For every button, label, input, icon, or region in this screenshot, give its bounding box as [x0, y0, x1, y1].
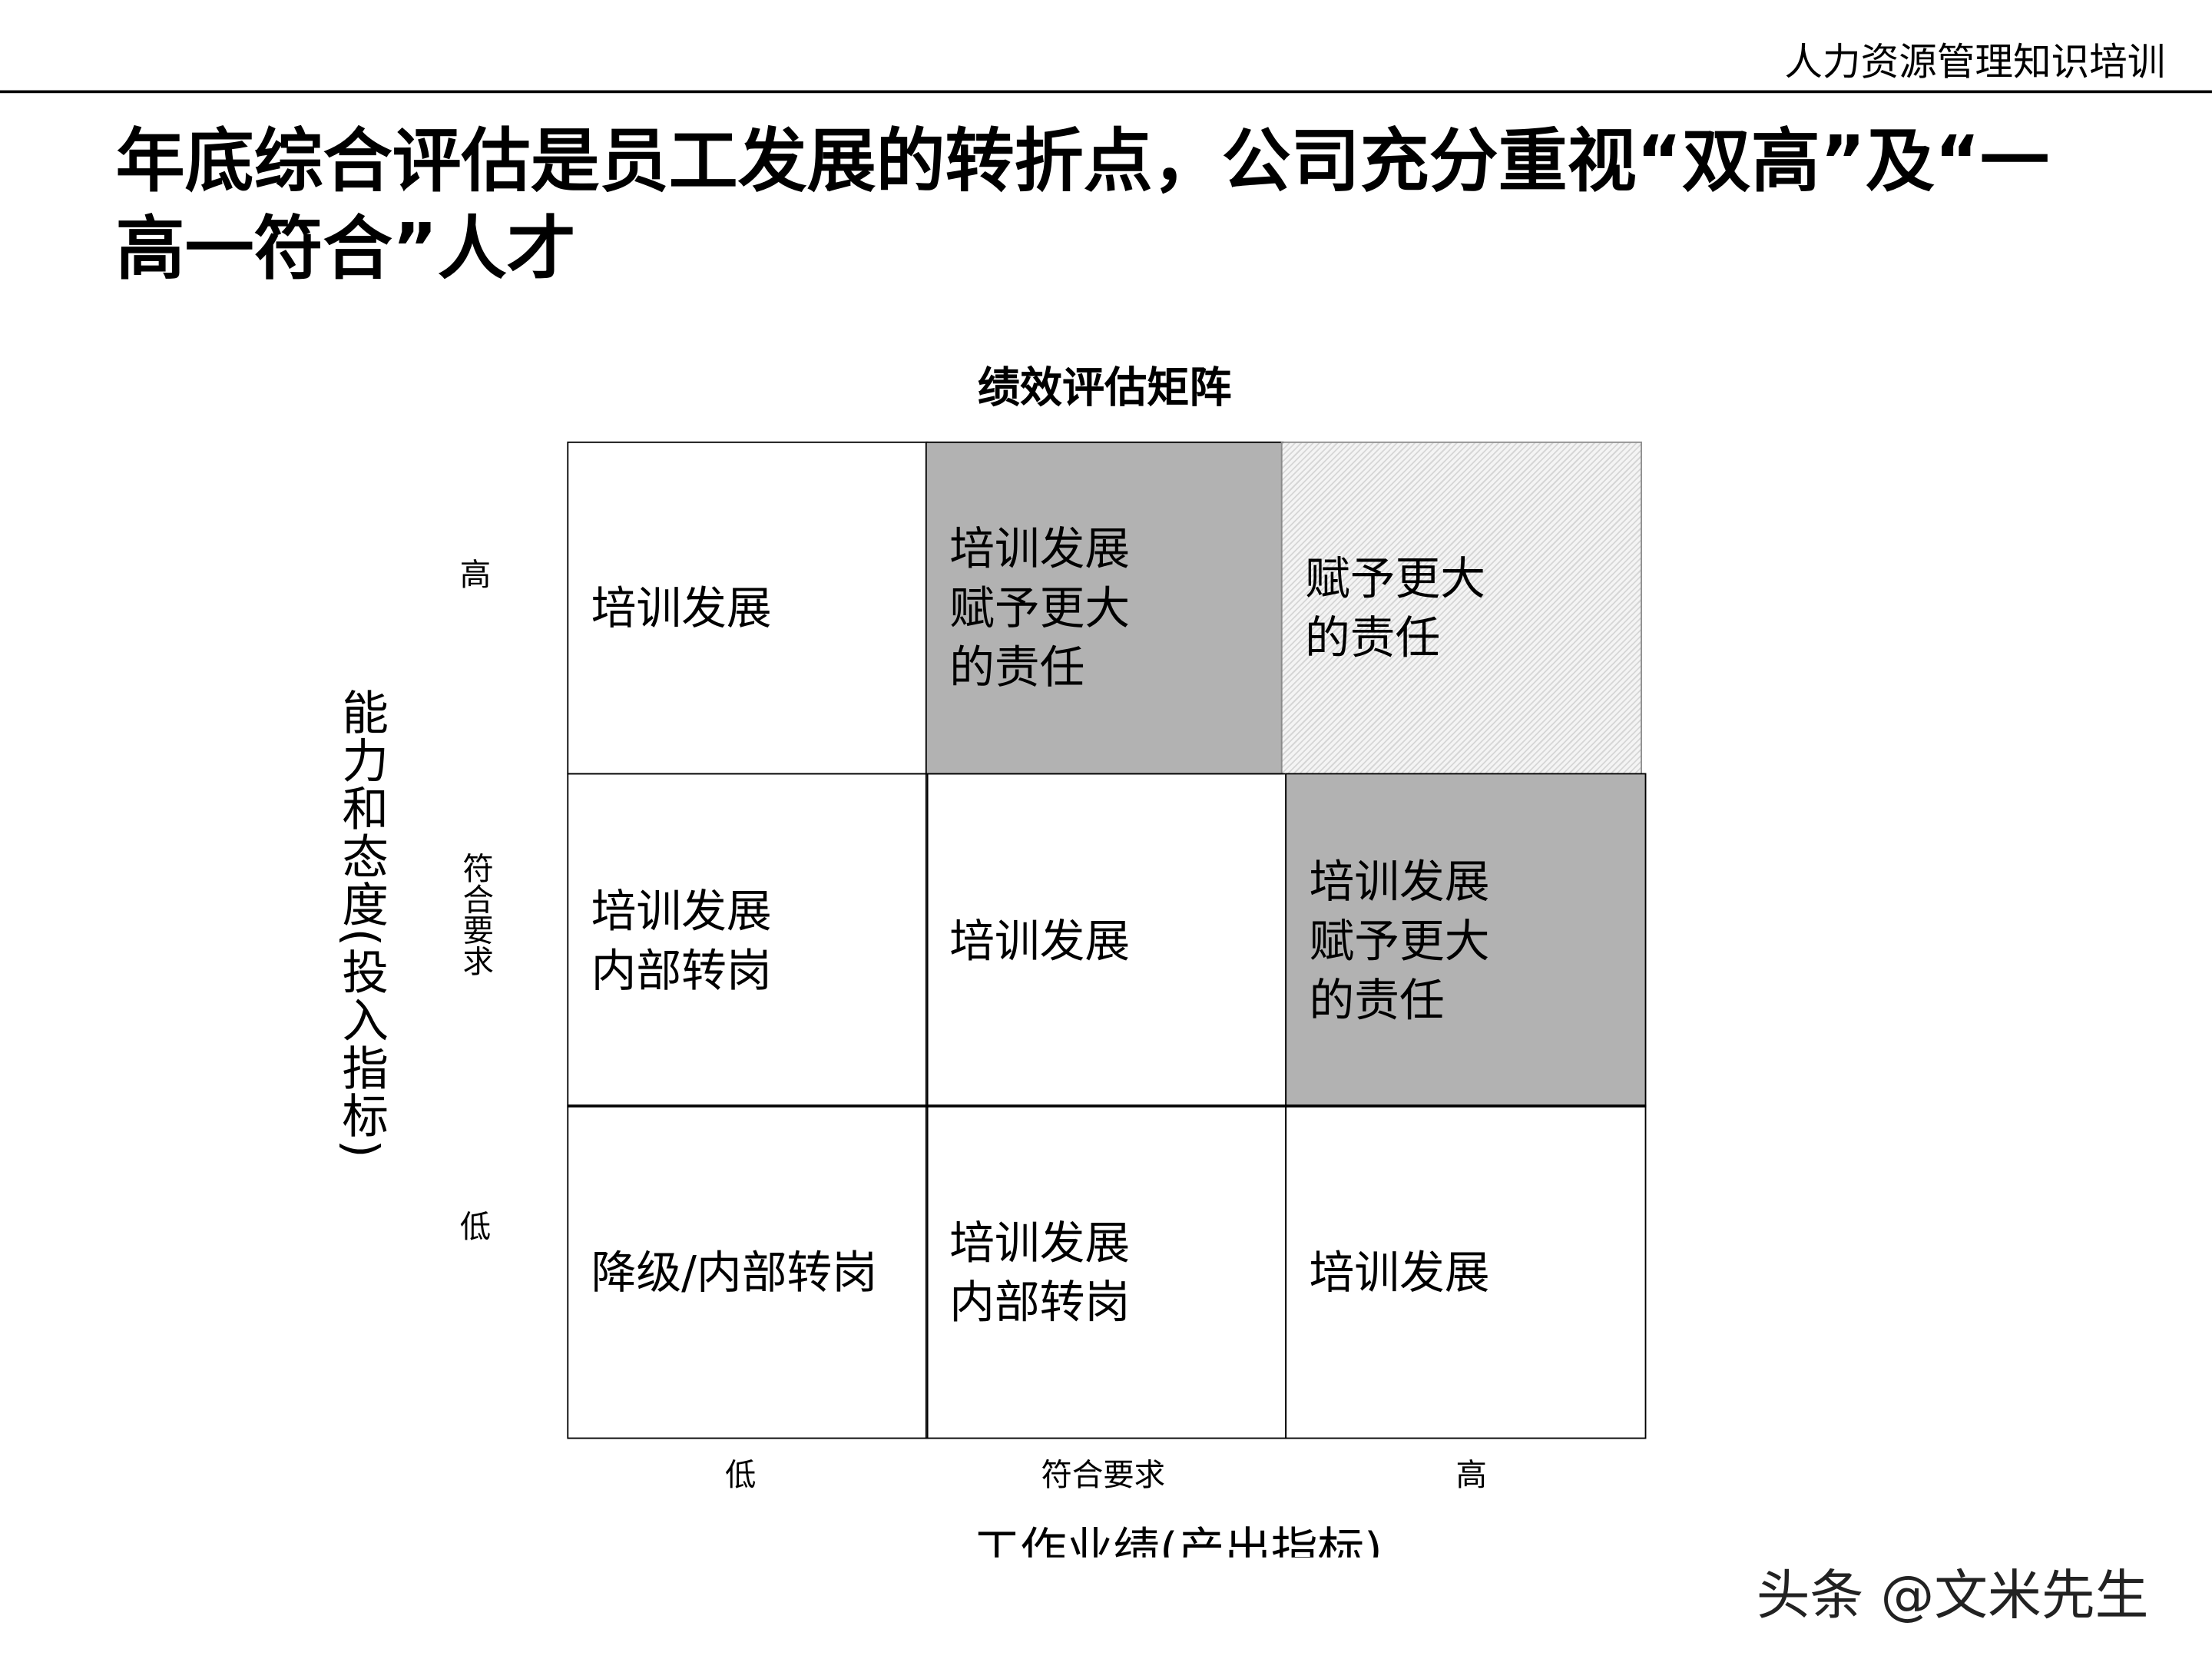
y-level-low: 低 [459, 1210, 492, 1246]
x-level-low: 低 [725, 1459, 757, 1495]
header-text: 人力资源管理知识培训 [1784, 41, 2166, 85]
cell-meets-low: 培训发展 内部转岗 [567, 773, 929, 1108]
matrix-title: 绩效评估矩阵 [977, 363, 1232, 414]
y-level-meets: 符合要求 [457, 852, 493, 976]
x-axis-title: 工作业绩(产出指标) [973, 1522, 1382, 1558]
cell-low-low: 降级/内部转岗 [567, 1104, 929, 1439]
y-axis-title: 能力和态度(投入指标) [334, 688, 389, 1160]
cell-high-high: 赋予更大 的责任 [1280, 441, 1642, 775]
cell-low-high: 培训发展 [1285, 1104, 1647, 1439]
cell-meets-high: 培训发展 赋予更大 的责任 [1285, 773, 1647, 1108]
cell-high-low: 培训发展 [567, 441, 929, 775]
header-divider [0, 90, 2212, 94]
x-level-high: 高 [1455, 1459, 1487, 1495]
cell-high-meets: 培训发展 赋予更大 的责任 [925, 441, 1284, 775]
slide-title: 年底综合评估是员工发展的转折点，公司充分重视“双高”及“一高一符合”人才 [115, 121, 2050, 290]
y-level-high: 高 [459, 558, 492, 594]
cell-low-meets: 培训发展 内部转岗 [925, 1104, 1287, 1439]
x-level-meets: 符合要求 [1041, 1459, 1166, 1495]
cell-meets-meets: 培训发展 [925, 773, 1287, 1108]
watermark: 头条 @文米先生 [1756, 1564, 2149, 1627]
